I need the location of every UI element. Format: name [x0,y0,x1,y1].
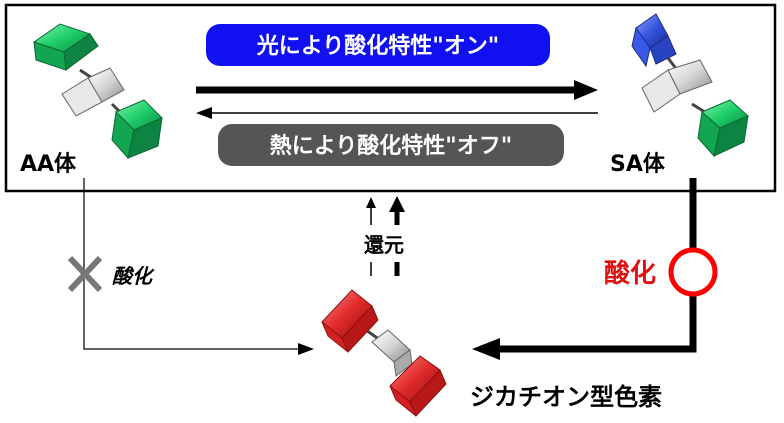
heat-off-pill [218,124,564,166]
dication-molecule [321,289,447,417]
aa-molecule [32,23,163,160]
cross-icon [67,255,103,293]
aa-label: AA体 [20,152,77,177]
heat-off-label: 熱により酸化特性"オフ" [270,133,513,159]
sa-oxidation-path [496,178,697,353]
sa-label: SA体 [610,152,666,177]
oxidation-right-label: 酸化 [604,259,656,289]
sa-oxidation-arrow-head [472,338,500,360]
circle-icon [668,247,718,297]
photochromic-box [4,3,777,193]
forward-arrow-head [574,80,598,100]
dication-label: ジカチオン型色素 [470,383,662,411]
aa-oxidation-arrow-head [298,343,314,355]
light-on-pill [206,24,550,66]
reduction-arrows [366,196,405,276]
oxidation-left-label: 酸化 [112,264,155,288]
sa-molecule [631,13,749,158]
reduction-label: 還元 [364,233,404,257]
backward-arrow-head [196,107,212,119]
light-on-label: 光により酸化特性"オン" [256,33,500,59]
aa-oxidation-path [83,178,300,350]
